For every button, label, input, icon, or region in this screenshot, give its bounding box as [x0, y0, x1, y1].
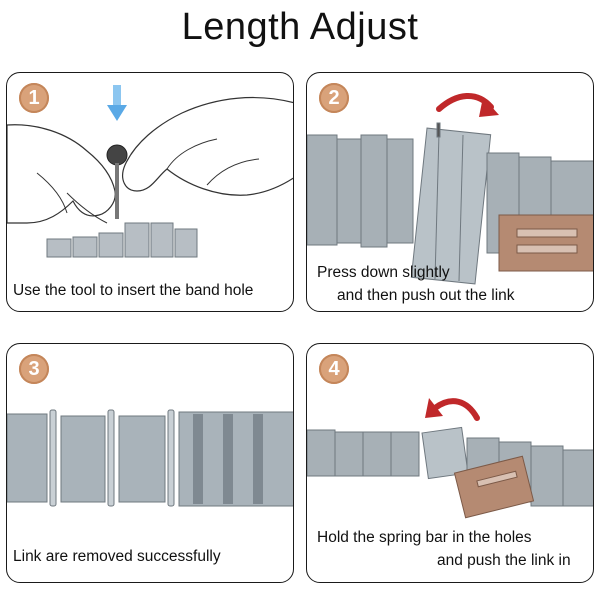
step-1-badge: 1	[19, 83, 49, 113]
link-piece	[7, 413, 48, 503]
left-hand-icon	[7, 124, 116, 224]
band-links	[46, 222, 198, 258]
inserted-link	[421, 426, 469, 480]
step-3-panel: 3 Link are removed successfully	[6, 343, 294, 583]
band-segment-left	[307, 429, 420, 477]
reassemble-band-photo	[307, 398, 593, 519]
step-4-caption-line2: and push the link in	[437, 552, 571, 569]
step-4-panel: 4 Hold the spring bar in t	[306, 343, 594, 583]
link-piece	[118, 415, 166, 503]
step-2-caption-line1: Press down slightly	[317, 264, 450, 281]
clasp	[498, 214, 593, 272]
curved-arrow-icon	[425, 398, 480, 421]
band-segment-left	[307, 134, 414, 248]
hands-with-tool-illustration	[7, 85, 293, 258]
step-4-caption-line1: Hold the spring bar in the holes	[317, 529, 532, 546]
down-arrow-icon	[107, 85, 127, 121]
step-2-panel: 2	[306, 72, 594, 312]
spring-bars	[49, 409, 175, 507]
removed-links-photo	[7, 409, 293, 507]
link-piece	[60, 415, 106, 503]
band-push-out-photo	[307, 92, 593, 285]
page-title: Length Adjust	[181, 6, 419, 48]
detached-link	[410, 122, 492, 285]
step-4-badge: 4	[319, 354, 349, 384]
step-2-caption: Press down slightly and then push out th…	[317, 261, 515, 307]
curved-arrow-icon	[436, 92, 499, 117]
step-4-caption: Hold the spring bar in the holes and pus…	[317, 526, 571, 572]
clasp	[453, 455, 535, 519]
step-1-caption: Use the tool to insert the band hole	[13, 282, 254, 299]
step-3-badge: 3	[19, 354, 49, 384]
right-hand-icon	[122, 96, 293, 196]
step-1-panel: 1 Use the tool to insert the band hol	[6, 72, 294, 312]
step-3-caption: Link are removed successfully	[13, 548, 221, 565]
pin-tool-icon	[106, 144, 128, 219]
step-2-caption-line2: and then push out the link	[337, 287, 515, 304]
step-2-badge: 2	[319, 83, 349, 113]
